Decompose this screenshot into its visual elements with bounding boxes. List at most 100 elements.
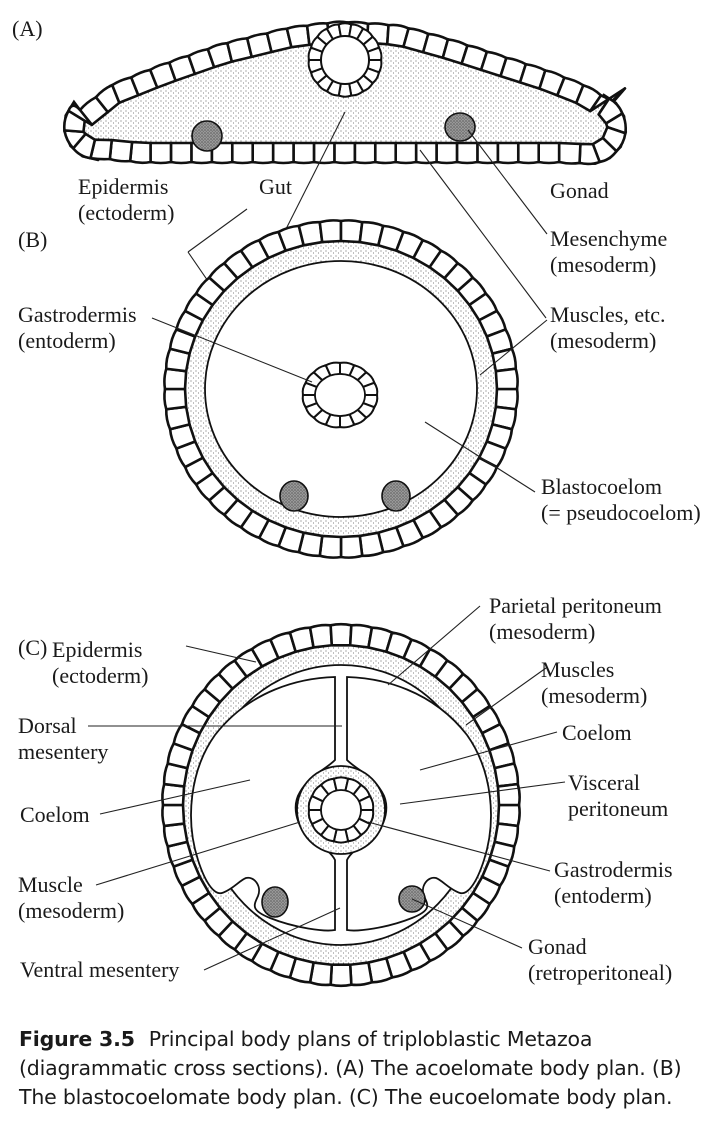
epidermis-cell xyxy=(108,138,134,163)
label-gastrodermis-b-2: (entoderm) xyxy=(18,328,116,353)
leader-gonad-c xyxy=(411,898,523,949)
label-coelom-left: Coelom xyxy=(20,802,90,827)
label-parietal-1: Parietal peritoneum xyxy=(489,593,662,618)
label-parietal-2: (mesoderm) xyxy=(489,619,595,644)
panel-b: (B) Gastrodermis (entoderm) Muscles, etc… xyxy=(18,219,701,559)
epidermis-cell xyxy=(285,24,311,49)
epidermis-cell xyxy=(414,141,438,165)
leader-parietal xyxy=(387,605,481,686)
body-plans-diagram: (A) Epidermis (ectoderm) Gut Gonad Mesen… xyxy=(12,16,701,988)
panel-a: (A) Epidermis (ectoderm) Gut Gonad Mesen… xyxy=(12,16,667,399)
label-gastrodermis-c-2: (entoderm) xyxy=(554,883,652,908)
epidermis-cell xyxy=(308,623,334,649)
label-gut: Gut xyxy=(259,174,292,199)
leader-muscles-b xyxy=(479,319,548,376)
epidermis-cell xyxy=(455,141,479,165)
panel-c: (C) Epidermis (ectoderm) Parietal perito… xyxy=(18,593,673,988)
epidermis-cell xyxy=(496,782,521,807)
label-dorsal-2: mesentery xyxy=(18,739,108,764)
label-visceral-1: Visceral xyxy=(568,770,640,795)
label-blastocoelom-1: Blastocoelom xyxy=(541,474,662,499)
gut-cell xyxy=(362,381,379,396)
epidermis-cell xyxy=(318,219,343,244)
epidermis-cell xyxy=(348,961,374,987)
label-muscles-b-1: Muscles, etc. xyxy=(550,302,665,327)
label-epidermis-c-1: Epidermis xyxy=(52,637,142,662)
leader-gastrodermis-b xyxy=(151,317,313,383)
epidermis-cell xyxy=(329,622,353,647)
leader-coelom-left xyxy=(99,779,251,815)
gut-b xyxy=(301,361,379,429)
figure-number: Figure 3.5 xyxy=(19,1027,135,1051)
panel-c-tag: (C) xyxy=(18,635,47,660)
panel-b-tag: (B) xyxy=(18,227,47,252)
leader-mesenchyme xyxy=(419,149,547,319)
leader-epidermis-c xyxy=(185,645,257,663)
epidermis-cell xyxy=(494,367,519,391)
epidermis-cell xyxy=(516,141,540,165)
epidermis-cell xyxy=(373,141,397,165)
gut-a xyxy=(307,22,383,98)
gut-lumen xyxy=(314,373,366,417)
figure-caption-text: Principal body plans of triploblastic Me… xyxy=(19,1027,682,1109)
label-ventral-mesentery: Ventral mesentery xyxy=(20,957,179,982)
gonad-a-left xyxy=(191,120,223,152)
epidermis-cell xyxy=(128,140,152,165)
epidermis-cell xyxy=(491,347,518,373)
epidermis-cell xyxy=(353,141,377,165)
epidermis-cell xyxy=(251,141,275,165)
epidermis-cell xyxy=(230,141,254,165)
epidermis-cell xyxy=(149,141,173,165)
epidermis-cell xyxy=(292,141,316,165)
label-gastrodermis-c-1: Gastrodermis xyxy=(554,857,673,882)
epidermis-cell xyxy=(537,141,561,165)
epidermis-cell xyxy=(169,141,193,165)
gut-cell xyxy=(358,795,375,811)
epidermis-cell xyxy=(67,104,94,127)
blastocoelomate-body xyxy=(163,219,519,559)
label-mesenchyme-1: Mesenchyme xyxy=(550,226,667,251)
gonad-a-right xyxy=(444,112,476,142)
gonad-b-left xyxy=(279,480,309,512)
label-epidermis-c-2: (ectoderm) xyxy=(52,663,149,688)
gut-lumen xyxy=(320,789,362,831)
gut-c xyxy=(296,765,386,855)
panel-a-tag: (A) xyxy=(12,16,43,41)
label-muscle-c-2: (mesoderm) xyxy=(18,898,124,923)
epidermis-cell xyxy=(162,822,189,848)
leader-visceral xyxy=(399,781,566,805)
gut-lumen xyxy=(320,35,370,85)
epidermis-cell xyxy=(394,141,418,165)
leader-coelom-right xyxy=(419,731,558,771)
leader-gut-a xyxy=(283,111,346,234)
label-mesenchyme-2: (mesoderm) xyxy=(550,252,656,277)
gonad-c-left xyxy=(261,886,289,918)
gonad-b-right xyxy=(381,480,411,512)
epidermis-cell xyxy=(496,141,520,165)
label-epidermis-a-2: (ectoderm) xyxy=(78,200,175,225)
leader-ventral xyxy=(203,907,341,971)
epidermis-cell xyxy=(557,141,582,165)
epidermis-cell xyxy=(493,762,520,788)
label-visceral-2: peritoneum xyxy=(568,796,668,821)
epidermis-cell xyxy=(163,387,188,411)
epidermis-cell xyxy=(435,141,459,165)
label-coelom-right: Coelom xyxy=(562,720,632,745)
label-muscle-c-1: Muscle xyxy=(18,872,83,897)
label-gonad-c-2: (retroperitoneal) xyxy=(528,960,672,985)
leader-muscles-c xyxy=(465,667,547,726)
epidermis-cell xyxy=(297,220,324,247)
epidermis-cell xyxy=(329,963,353,988)
gut-cell xyxy=(366,46,383,61)
coelom-linings xyxy=(190,676,492,932)
leader-epidermis-a xyxy=(187,208,248,253)
epidermis-cell xyxy=(161,803,186,828)
label-epidermis-a-1: Epidermis xyxy=(78,174,168,199)
epidermis-cell xyxy=(339,534,364,559)
label-muscles-c-2: (mesoderm) xyxy=(541,683,647,708)
label-muscles-b-2: (mesoderm) xyxy=(550,328,656,353)
leader-gonad-a xyxy=(467,129,548,235)
leader-blastocoelom xyxy=(424,421,536,493)
label-dorsal-1: Dorsal xyxy=(18,713,77,738)
